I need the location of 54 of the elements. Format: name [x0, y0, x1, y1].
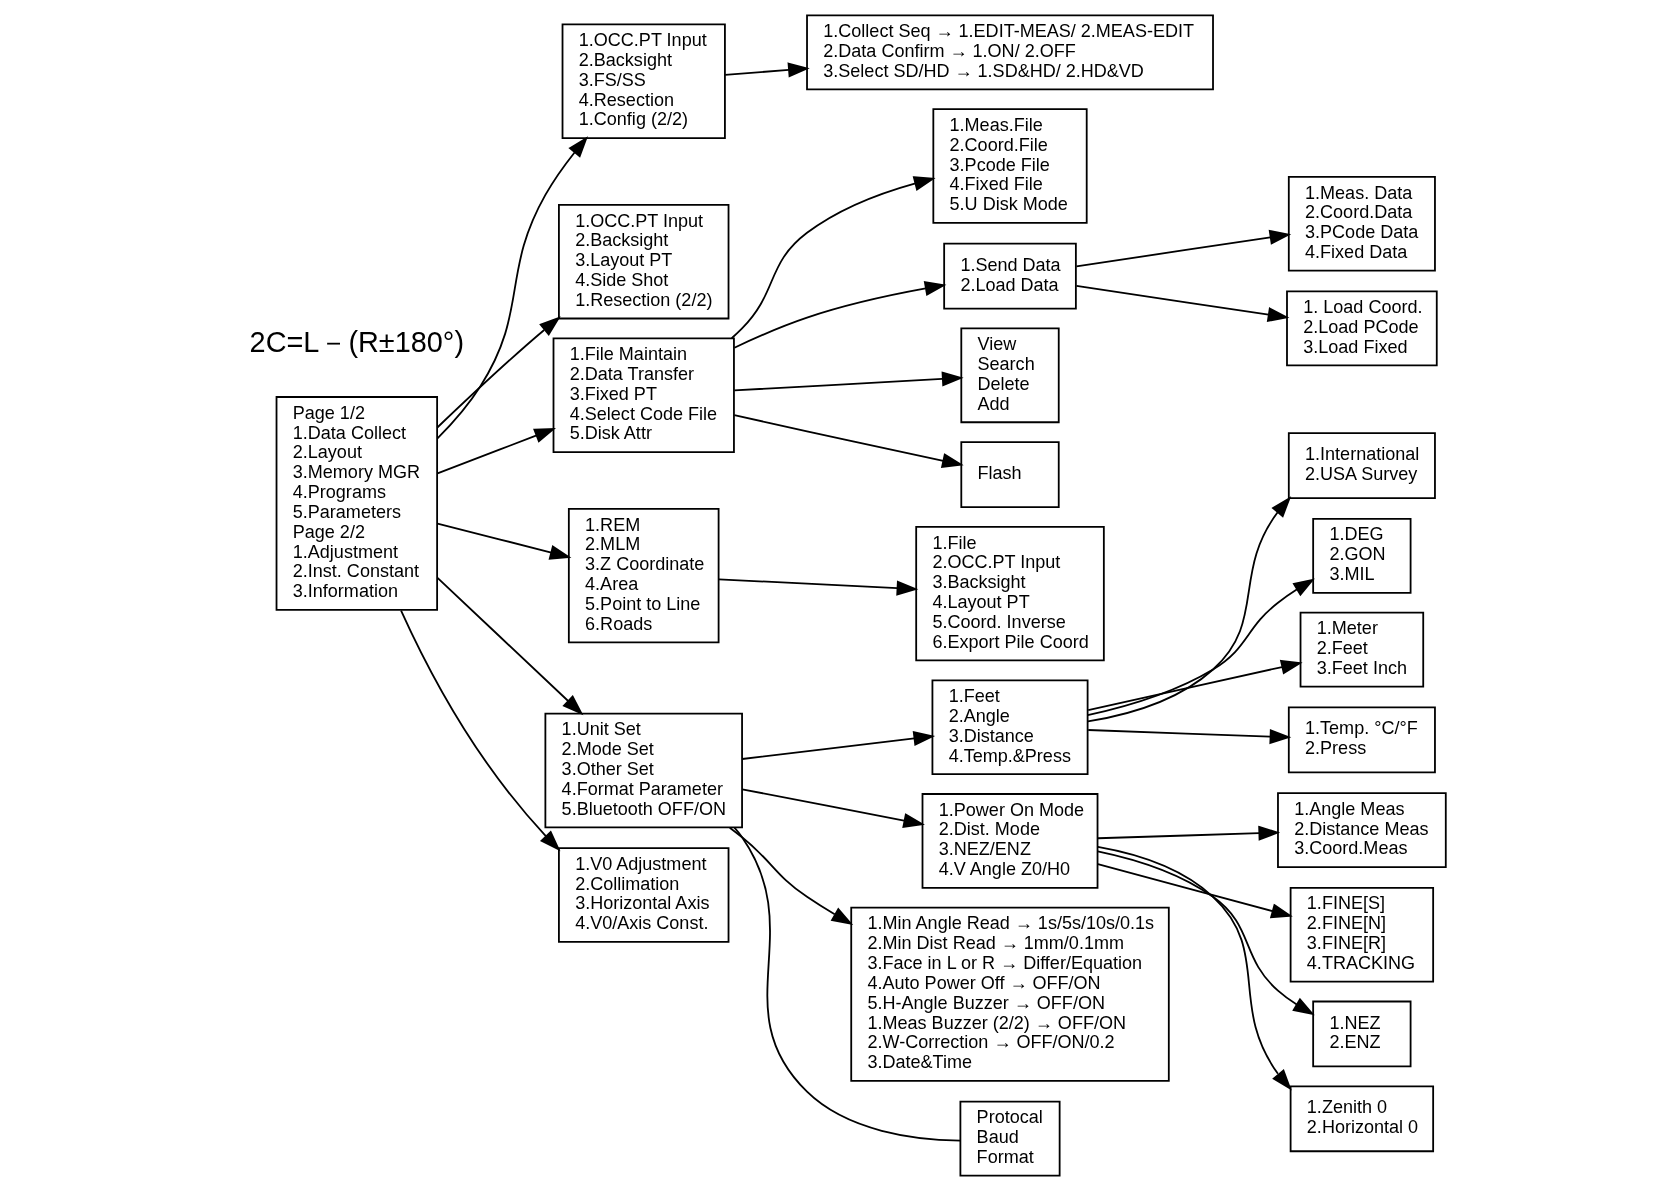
node-box: 1.Min Angle Read → 1s/5s/10s/0.1s 2.Min Dist Read → 1mm/0.1mm 3.Face in L or R → Differ/Equation 4.Auto Power Off → OFF/ON 5.H-Angle Buzzer → OFF/ON 1.Meas Buzzer (2/2) → OFF/ON 2.W-Correction → OFF/ON/0.2 3.Date&Time [849, 906, 1170, 1082]
node-box: 1.File Maintain 2.Data Transfer 3.Fixed PT 4.Select Code File 5.Disk Attr [552, 337, 735, 453]
connector [733, 826, 961, 1142]
arrow [1086, 496, 1291, 723]
node-box: 1.Meas. Data 2.Coord.Data 3.PCode Data 4.Fixed Data [1287, 176, 1436, 272]
arrow [1086, 729, 1291, 745]
arrow [732, 371, 964, 392]
arrow [436, 136, 588, 440]
node-box: 1.FINE[S] 2.FINE[N] 3.FINE[R] 4.TRACKING [1289, 886, 1434, 983]
arrow [1075, 229, 1291, 268]
node-box: 1.REM 2.MLM 3.Z Coordinate 4.Area 5.Point to Line 6.Roads [567, 508, 719, 644]
node-box: 1. Load Coord. 2.Load PCode 3.Load Fixed [1285, 290, 1438, 367]
arrow [1096, 863, 1293, 919]
node-box: Protocal Baud Format [959, 1100, 1061, 1177]
arrow [436, 522, 571, 560]
arrow [1075, 284, 1289, 323]
arrow [436, 576, 583, 716]
node-box: 1.International 2.USA Survey [1287, 432, 1436, 499]
arrow [717, 578, 918, 596]
node-box: 1.V0 Adjustment 2.Collimation 3.Horizontal Axis 4.V0/Axis Const. [557, 847, 729, 943]
node-box: 1.Feet 2.Angle 3.Distance 4.Temp.&Press [931, 679, 1088, 776]
node-box: 1.Meas.File 2.Coord.File 3.Pcode File 4.Fixed File 5.U Disk Mode [931, 108, 1088, 224]
arrow [730, 176, 936, 340]
arrow [1096, 846, 1292, 1091]
node-box: 1.OCC.PT Input 2.Backsight 3.Layout PT 4.Side Shot 1.Resection (2/2) [557, 203, 729, 320]
node-box: 1.Temp. °C/°F 2.Press [1287, 706, 1436, 774]
arrow [732, 414, 964, 468]
arrow [436, 428, 556, 475]
node-box: 1.Send Data 2.Load Data [942, 242, 1077, 310]
arrow [728, 826, 853, 925]
node-box: 1.Zenith 0 2.Horizontal 0 [1289, 1085, 1434, 1153]
node-box: 1.Collect Seq → 1.EDIT-MEAS/ 2.MEAS-EDIT 2.Data Confirm → 1.ON/ 2.OFF 3.Select SD/HD → 1.SD&HD/ 2.HD&VD [805, 14, 1214, 91]
node-box: 1.OCC.PT Input 2.Backsight 3.FS/SS 4.Resection 1.Config (2/2) [561, 23, 726, 139]
node-box: 1.Meter 2.Feet 3.Feet Inch [1299, 611, 1424, 688]
node-box: 1.File 2.OCC.PT Input 3.Backsight 4.Layout PT 5.Coord. Inverse 6.Export Pile Coord [914, 526, 1105, 662]
node-box: 1.Angle Meas 2.Distance Meas 3.Coord.Meas [1276, 792, 1447, 868]
arrow [1096, 850, 1315, 1016]
arrow [1086, 659, 1303, 712]
arrow [1096, 825, 1280, 841]
arrow [723, 62, 810, 78]
arrow [740, 788, 925, 829]
node-box: 1.NEZ 2.ENZ [1311, 1000, 1411, 1068]
node-box: Page 1/2 1.Data Collect 2.Layout 3.Memory MGR 4.Programs 5.Parameters Page 2/2 1.Adjustment 2.Inst. Constant 3.Information [275, 396, 438, 611]
arrow [399, 609, 560, 852]
arrow [740, 731, 935, 760]
arrow [435, 316, 561, 429]
node-box: Flash [959, 441, 1060, 508]
node-box: 1.Unit Set 2.Mode Set 3.Other Set 4.Format Parameter 5.Bluetooth OFF/ON [544, 712, 743, 829]
arrow [733, 281, 946, 349]
node-box: 1.DEG 2.GON 3.MIL [1311, 517, 1411, 594]
node-box: View Search Delete Add [959, 327, 1060, 424]
arrow [1086, 578, 1315, 717]
label: 2C=L－(R±180°) [249, 325, 464, 358]
node-box: 1.Power On Mode 2.Dist. Mode 3.NEZ/ENZ 4.V Angle Z0/H0 [921, 793, 1098, 889]
